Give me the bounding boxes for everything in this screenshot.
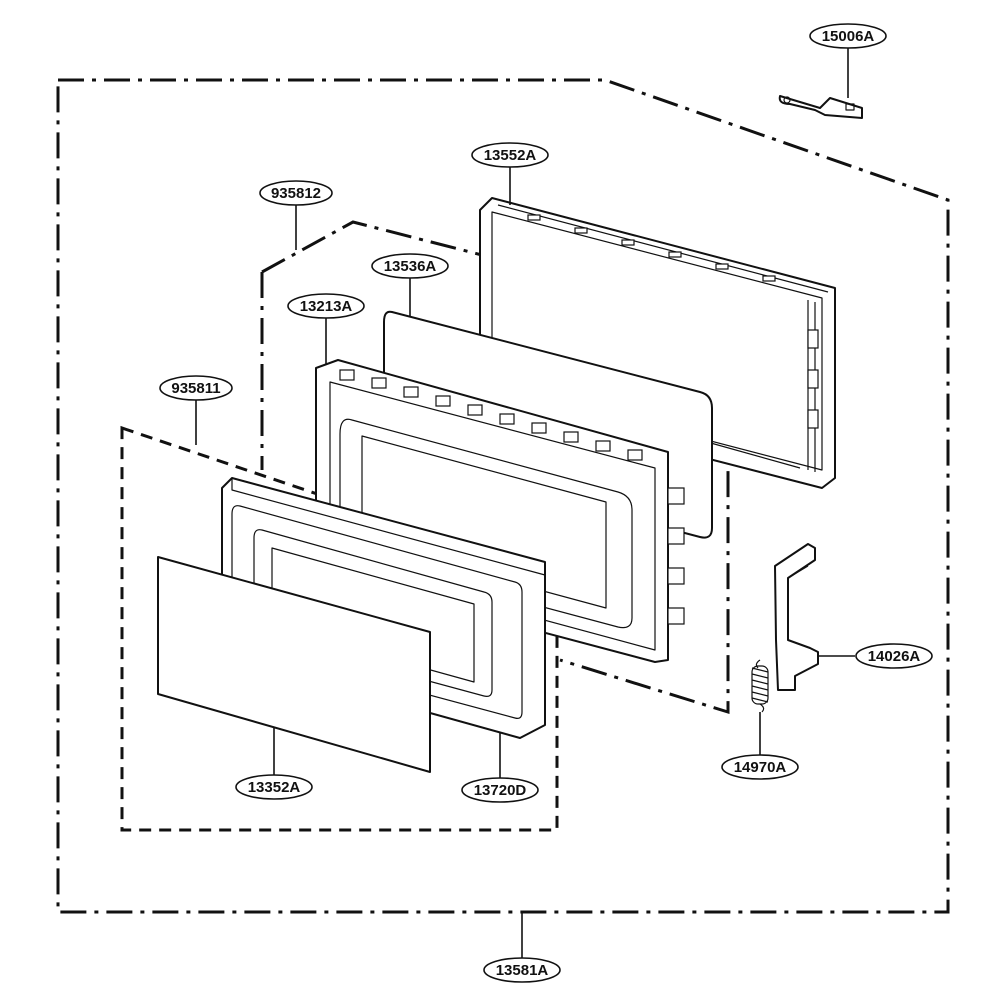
- part-15006A-hook: [778, 95, 863, 119]
- callout-13352A: 13352A: [235, 774, 313, 800]
- callout-label-13352A: 13352A: [248, 779, 301, 796]
- callout-label-13581A: 13581A: [496, 962, 549, 979]
- part-14970A-spring: [751, 659, 769, 713]
- callout-14026A: 14026A: [855, 643, 933, 669]
- callout-label-935812: 935812: [271, 185, 321, 202]
- callout-label-13552A: 13552A: [484, 147, 537, 164]
- callout-935812: 935812: [259, 180, 333, 206]
- callout-935811: 935811: [159, 375, 233, 401]
- callout-label-13536A: 13536A: [384, 258, 437, 275]
- callout-13581A: 13581A: [483, 957, 561, 983]
- callout-13552A: 13552A: [471, 142, 549, 168]
- part-14026A-latch: [774, 543, 819, 691]
- callout-13720D: 13720D: [461, 777, 539, 803]
- callout-label-13720D: 13720D: [474, 782, 527, 799]
- part-13352A-glass: [157, 556, 431, 773]
- callout-label-13213A: 13213A: [300, 298, 353, 315]
- callout-label-935811: 935811: [171, 380, 220, 397]
- callout-label-14026A: 14026A: [868, 648, 921, 665]
- subassembly-boundary-935812: [260, 220, 730, 715]
- callout-13536A: 13536A: [371, 253, 449, 279]
- assembly-boundary-outer: [56, 78, 950, 914]
- callout-14970A: 14970A: [721, 754, 799, 780]
- callout-13213A: 13213A: [287, 293, 365, 319]
- callout-label-15006A: 15006A: [822, 28, 875, 45]
- callout-label-14970A: 14970A: [734, 759, 787, 776]
- leader-lines: [195, 46, 855, 958]
- callout-15006A: 15006A: [809, 23, 887, 49]
